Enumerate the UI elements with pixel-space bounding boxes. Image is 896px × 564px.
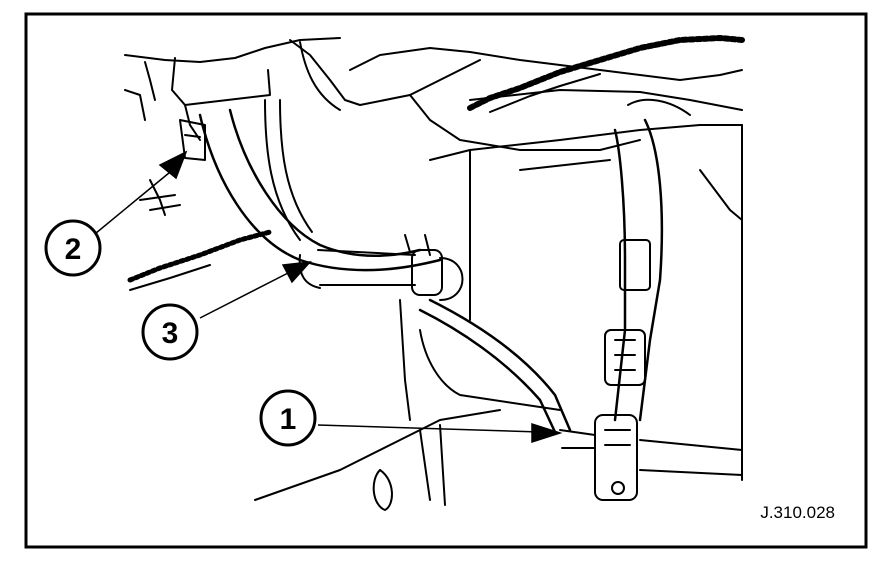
callout-1: 1 bbox=[259, 389, 317, 447]
leader-3 bbox=[199, 271, 291, 319]
arrowhead-1 bbox=[531, 422, 563, 444]
svg-text:2: 2 bbox=[65, 233, 82, 266]
svg-text:3: 3 bbox=[162, 317, 179, 350]
figure-reference: J.310.028 bbox=[760, 503, 835, 522]
figure-frame bbox=[24, 12, 868, 549]
svg-text:1: 1 bbox=[280, 403, 297, 436]
arrowhead-2 bbox=[158, 150, 188, 180]
leader-1 bbox=[317, 424, 541, 433]
callout-leaders bbox=[89, 150, 563, 444]
callout-3: 3 bbox=[141, 303, 199, 361]
leader-2 bbox=[89, 167, 176, 239]
line-drawing bbox=[124, 35, 745, 511]
arrowhead-3 bbox=[281, 261, 312, 284]
callout-2: 2 bbox=[44, 219, 102, 277]
